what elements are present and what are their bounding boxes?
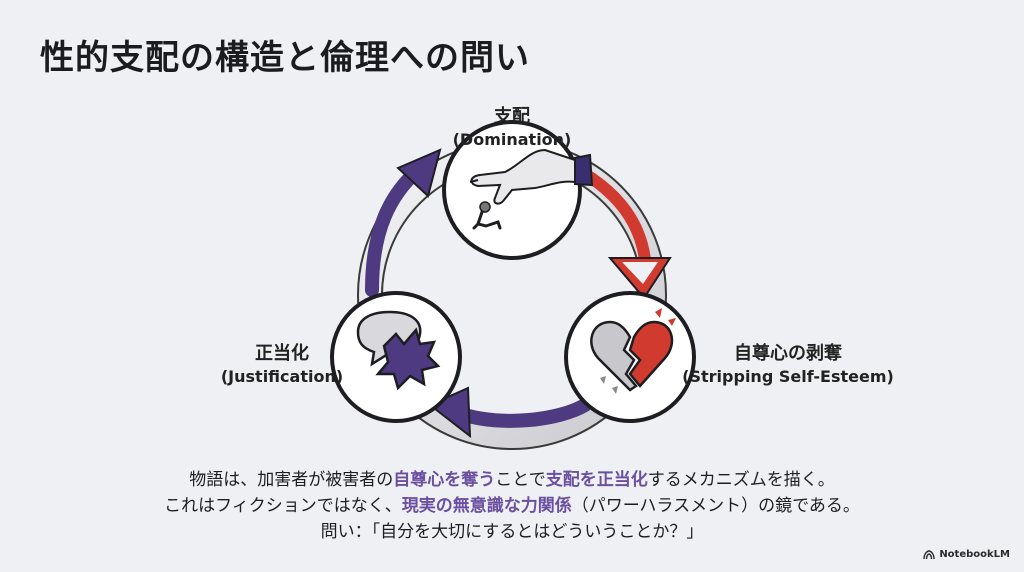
caption-highlight: 現実の無意識な力関係: [401, 496, 572, 516]
caption-line-3: 問い：「自分を大切にするとはどういうことか？」: [320, 522, 704, 542]
brand-name: NotebookLM: [939, 549, 1010, 560]
caption-highlight: 支配を正当化: [545, 470, 648, 490]
node-stripping-en: (Stripping Self-Esteem): [682, 367, 894, 386]
brand: NotebookLM: [923, 549, 1010, 560]
node-justification-label: 正当化 (Justification): [212, 339, 352, 386]
node-stripping-jp: 自尊心の剥奪: [734, 343, 842, 364]
node-justification-en: (Justification): [220, 367, 344, 386]
node-domination-jp: 支配: [494, 106, 530, 127]
caption-text: ことで: [495, 470, 546, 490]
node-justification-jp: 正当化: [255, 343, 309, 364]
kneeling-figure-icon: [472, 201, 502, 230]
arrow-stripping-to-justification: [428, 386, 592, 439]
broken-heart-icon: [590, 308, 676, 394]
notebooklm-logo-icon: [923, 549, 936, 559]
dominating-hand-icon: [469, 148, 594, 205]
arrow-justification-to-domination: [365, 148, 442, 297]
page-title: 性的支配の構造と倫理への問い: [40, 38, 530, 78]
node-stripping-label: 自尊心の剥奪 (Stripping Self-Esteem): [678, 339, 898, 386]
caption-line-1: 物語は、加害者が被害者の自尊心を奪うことで支配を正当化するメカニズムを描く。: [0, 467, 1024, 493]
node-domination-label: 支配 (Domination): [442, 102, 582, 149]
node-domination-en: (Domination): [452, 130, 572, 149]
caption-line-2: これはフィクションではなく、現実の無意識な力関係（パワーハラスメント）の鏡である…: [0, 493, 1024, 519]
caption-highlight: 自尊心を奪う: [393, 470, 496, 490]
caption: 物語は、加害者が被害者の自尊心を奪うことで支配を正当化するメカニズムを描く。 こ…: [0, 467, 1024, 545]
caption-text: するメカニズムを描く。: [647, 470, 835, 490]
speech-bubbles-icon: [356, 310, 441, 391]
caption-text: （パワーハラスメント）の鏡である。: [571, 496, 860, 516]
caption-text: 物語は、加害者が被害者の: [189, 470, 394, 490]
caption-text: これはフィクションではなく、: [164, 496, 402, 516]
